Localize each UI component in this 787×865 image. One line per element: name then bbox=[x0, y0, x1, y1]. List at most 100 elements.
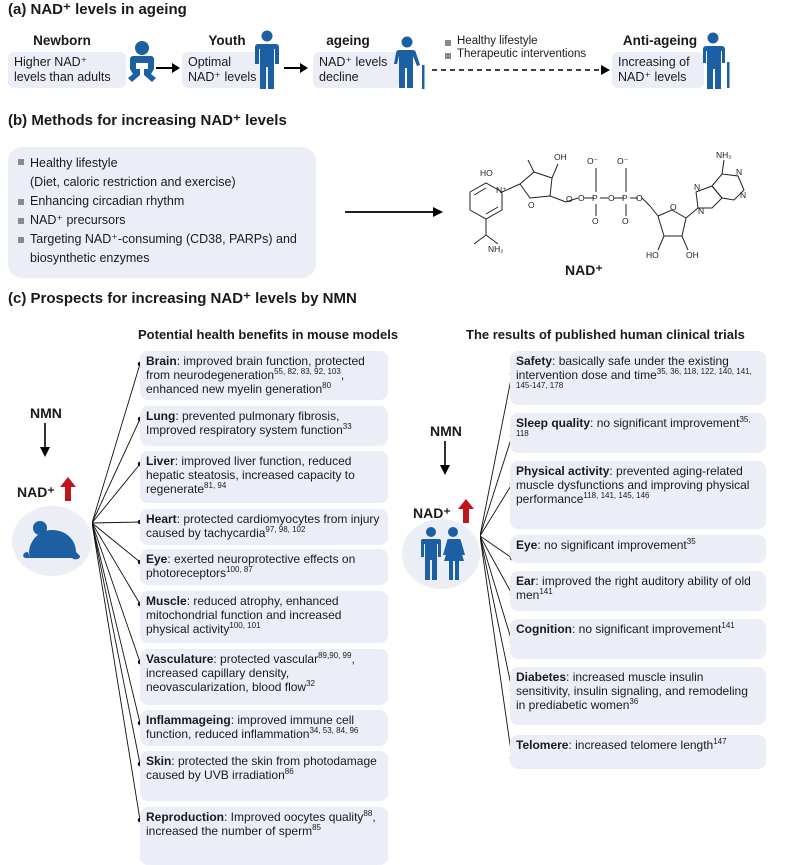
atom-label: O⁻ bbox=[587, 156, 599, 166]
stage-label-newborn: Newborn bbox=[33, 33, 91, 48]
human-connector-line bbox=[480, 535, 513, 559]
mouse-connector-line bbox=[92, 522, 141, 724]
intervention-list: Healthy lifestyle Therapeutic interventi… bbox=[445, 35, 586, 60]
mouse-item-title: Liver bbox=[146, 454, 175, 468]
human-heading: The results of published human clinical … bbox=[466, 327, 745, 342]
stage-box-youth: Optimal NAD⁺ levels bbox=[182, 52, 268, 88]
methods-box: Healthy lifestyle (Diet, caloric restric… bbox=[8, 147, 316, 278]
human-item: Safety: basically safe under the existin… bbox=[510, 351, 766, 405]
human-item-text: : increased telomere length bbox=[568, 738, 714, 752]
human-item-refs: 35, 36, 118, 122, 140, 141, 145-147, 178 bbox=[516, 367, 752, 390]
atom-label: O⁻ bbox=[617, 156, 629, 166]
human-item-text: : basically safe under the existing inte… bbox=[516, 354, 729, 382]
mouse-icon bbox=[23, 521, 80, 560]
mouse-item-refs: 33 bbox=[342, 422, 352, 431]
section-c-title: (c) Prospects for increasing NAD⁺ levels… bbox=[8, 290, 357, 307]
stage-label-youth: Youth bbox=[208, 33, 246, 48]
mouse-item-text: : protected cardiomyocytes from injury c… bbox=[146, 512, 380, 540]
stage-box-anti-ageing: Increasing of NAD⁺ levels bbox=[612, 52, 704, 88]
atom-label: O bbox=[622, 216, 629, 226]
mouse-item-text2: , increased the number of sperm bbox=[146, 810, 376, 838]
methods-arrow bbox=[345, 207, 443, 217]
atom-label: O bbox=[592, 216, 599, 226]
mouse-item-title: Heart bbox=[146, 512, 177, 526]
human-nmn-label: NMN bbox=[430, 423, 462, 439]
human-item-title: Eye bbox=[516, 538, 538, 552]
mouse-item-text: : reduced atrophy, enhanced mitochondria… bbox=[146, 594, 342, 636]
mouse-connector-line bbox=[92, 522, 141, 765]
mouse-connector-line bbox=[92, 522, 141, 563]
stage-box-newborn: Higher NAD⁺ levels than adults bbox=[8, 52, 126, 88]
section-a-title: (a) NAD⁺ levels in ageing bbox=[8, 1, 187, 18]
mouse-up-red-arrow bbox=[60, 477, 76, 501]
mouse-item-text: : protected vascular bbox=[213, 652, 319, 666]
mouse-item-title: Lung bbox=[146, 409, 176, 423]
stage-label-ageing: ageing bbox=[326, 33, 370, 48]
human-nad-label: NAD⁺ bbox=[413, 505, 451, 521]
mouse-item-refs: 100, 101 bbox=[229, 621, 261, 630]
atom-label: N bbox=[694, 182, 700, 192]
human-connector-line bbox=[480, 483, 513, 537]
human-item-text: : no significant improvement bbox=[537, 538, 687, 552]
intervention-healthy-lifestyle: Healthy lifestyle bbox=[457, 35, 538, 47]
atom-label: N bbox=[736, 167, 742, 177]
mouse-item: Eye: exerted neuroprotective effects on … bbox=[140, 549, 388, 585]
mouse-item-title: Skin bbox=[146, 754, 172, 768]
human-item-text: : prevented aging-related muscle dysfunc… bbox=[516, 464, 750, 506]
mouse-item: Reproduction: Improved oocytes quality88… bbox=[140, 807, 388, 865]
mouse-item: Muscle: reduced atrophy, enhanced mitoch… bbox=[140, 591, 388, 643]
mouse-item: Inflammageing: improved immune cell func… bbox=[140, 710, 388, 746]
mouse-connector-line bbox=[92, 521, 141, 524]
mouse-item-text: : improved immune cell function, reduced… bbox=[146, 713, 355, 741]
mouse-item-title: Inflammageing bbox=[146, 713, 231, 727]
mouse-item-refs: 55, 82, 83, 92, 103 bbox=[274, 367, 341, 376]
mouse-item-title: Vasculature bbox=[146, 652, 214, 666]
mouse-nmn-label: NMN bbox=[30, 405, 62, 421]
human-item-title: Telomere bbox=[516, 738, 569, 752]
human-item-title: Diabetes bbox=[516, 670, 567, 684]
human-connector-line bbox=[480, 535, 513, 643]
stage-box-ageing: NAD⁺ levels decline bbox=[313, 52, 401, 88]
atom-label: O bbox=[578, 193, 585, 203]
method-healthy-lifestyle: Healthy lifestyle bbox=[30, 156, 118, 170]
mouse-item-text: : improved liver function, reduced hepat… bbox=[146, 454, 355, 496]
mouse-item-title: Muscle bbox=[146, 594, 187, 608]
mouse-connector-line bbox=[92, 363, 141, 524]
human-item-text: : increased muscle insulin sensitivity, … bbox=[516, 670, 748, 712]
adult-icon bbox=[255, 30, 279, 89]
atom-label: O bbox=[528, 200, 535, 210]
human-item-refs: 118, 141, 145, 146 bbox=[583, 491, 650, 500]
human-item-refs: 35, 118 bbox=[516, 415, 751, 438]
mouse-item-text: : protected the skin from photodamage ca… bbox=[146, 754, 377, 782]
mouse-item-text: : exerted neuroprotective effects on pho… bbox=[146, 552, 356, 580]
human-item-refs: 36 bbox=[629, 697, 639, 706]
atom-label: P bbox=[592, 193, 598, 203]
dashed-arrow bbox=[432, 65, 610, 75]
atom-label: NH₂ bbox=[488, 244, 504, 254]
arrow-1 bbox=[156, 63, 180, 73]
human-item: Telomere: increased telomere length147 bbox=[510, 735, 766, 769]
human-item-refs: 141 bbox=[539, 587, 553, 596]
mouse-item-title: Brain bbox=[146, 354, 177, 368]
mouse-item-refs: 100, 87 bbox=[226, 565, 253, 574]
human-item-refs: 141 bbox=[721, 621, 735, 630]
mouse-item-refs2: 32 bbox=[306, 679, 316, 688]
atom-label: HO bbox=[646, 250, 659, 260]
stage-label-anti-ageing: Anti-ageing bbox=[622, 33, 698, 48]
human-item: Ear: improved the right auditory ability… bbox=[510, 571, 766, 611]
human-item-title: Ear bbox=[516, 574, 536, 588]
mouse-item: Liver: improved liver function, reduced … bbox=[140, 451, 388, 503]
mouse-item-refs2: 85 bbox=[312, 823, 321, 832]
mouse-connector-lines bbox=[92, 361, 142, 823]
mouse-connector-line bbox=[92, 463, 141, 524]
atom-label: O bbox=[608, 193, 615, 203]
human-item-text: : no significant improvement bbox=[590, 416, 740, 430]
method-targeting-detail: biosynthetic enzymes bbox=[30, 251, 150, 265]
nad-molecule-structure: HO OH O⁻ O⁻ NH₂ N⁺ O O P P O O O O O NH₂… bbox=[469, 150, 746, 260]
mouse-down-arrow bbox=[40, 423, 50, 457]
mouse-item-refs: 81, 94 bbox=[204, 481, 227, 490]
mouse-connector-line bbox=[92, 522, 141, 663]
mouse-connector-line bbox=[92, 522, 141, 605]
mouse-item-text: : improved brain function, protected fro… bbox=[146, 354, 365, 382]
method-circadian: Enhancing circadian rhythm bbox=[30, 194, 185, 208]
